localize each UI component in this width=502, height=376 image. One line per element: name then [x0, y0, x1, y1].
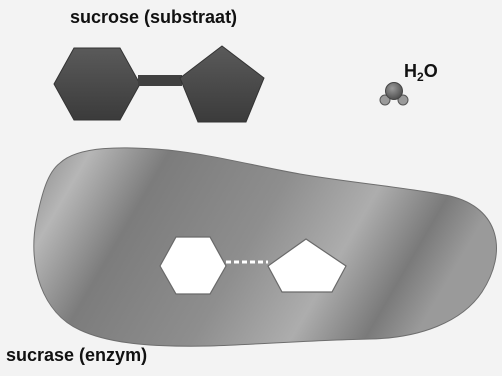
water-molecule-icon — [380, 83, 408, 106]
water-symbol: H — [404, 61, 417, 81]
water-suffix: O — [424, 61, 438, 81]
glycosidic-bond — [138, 75, 182, 86]
enzyme-blob-shape — [34, 148, 497, 346]
enzyme-label: sucrase (enzym) — [6, 346, 147, 364]
hexagon-shape — [54, 48, 140, 120]
water-formula-label: H2O — [404, 62, 438, 83]
water-subscript: 2 — [417, 70, 424, 84]
substrate-label: sucrose (substraat) — [70, 8, 237, 26]
pentagon-shape — [180, 46, 264, 122]
